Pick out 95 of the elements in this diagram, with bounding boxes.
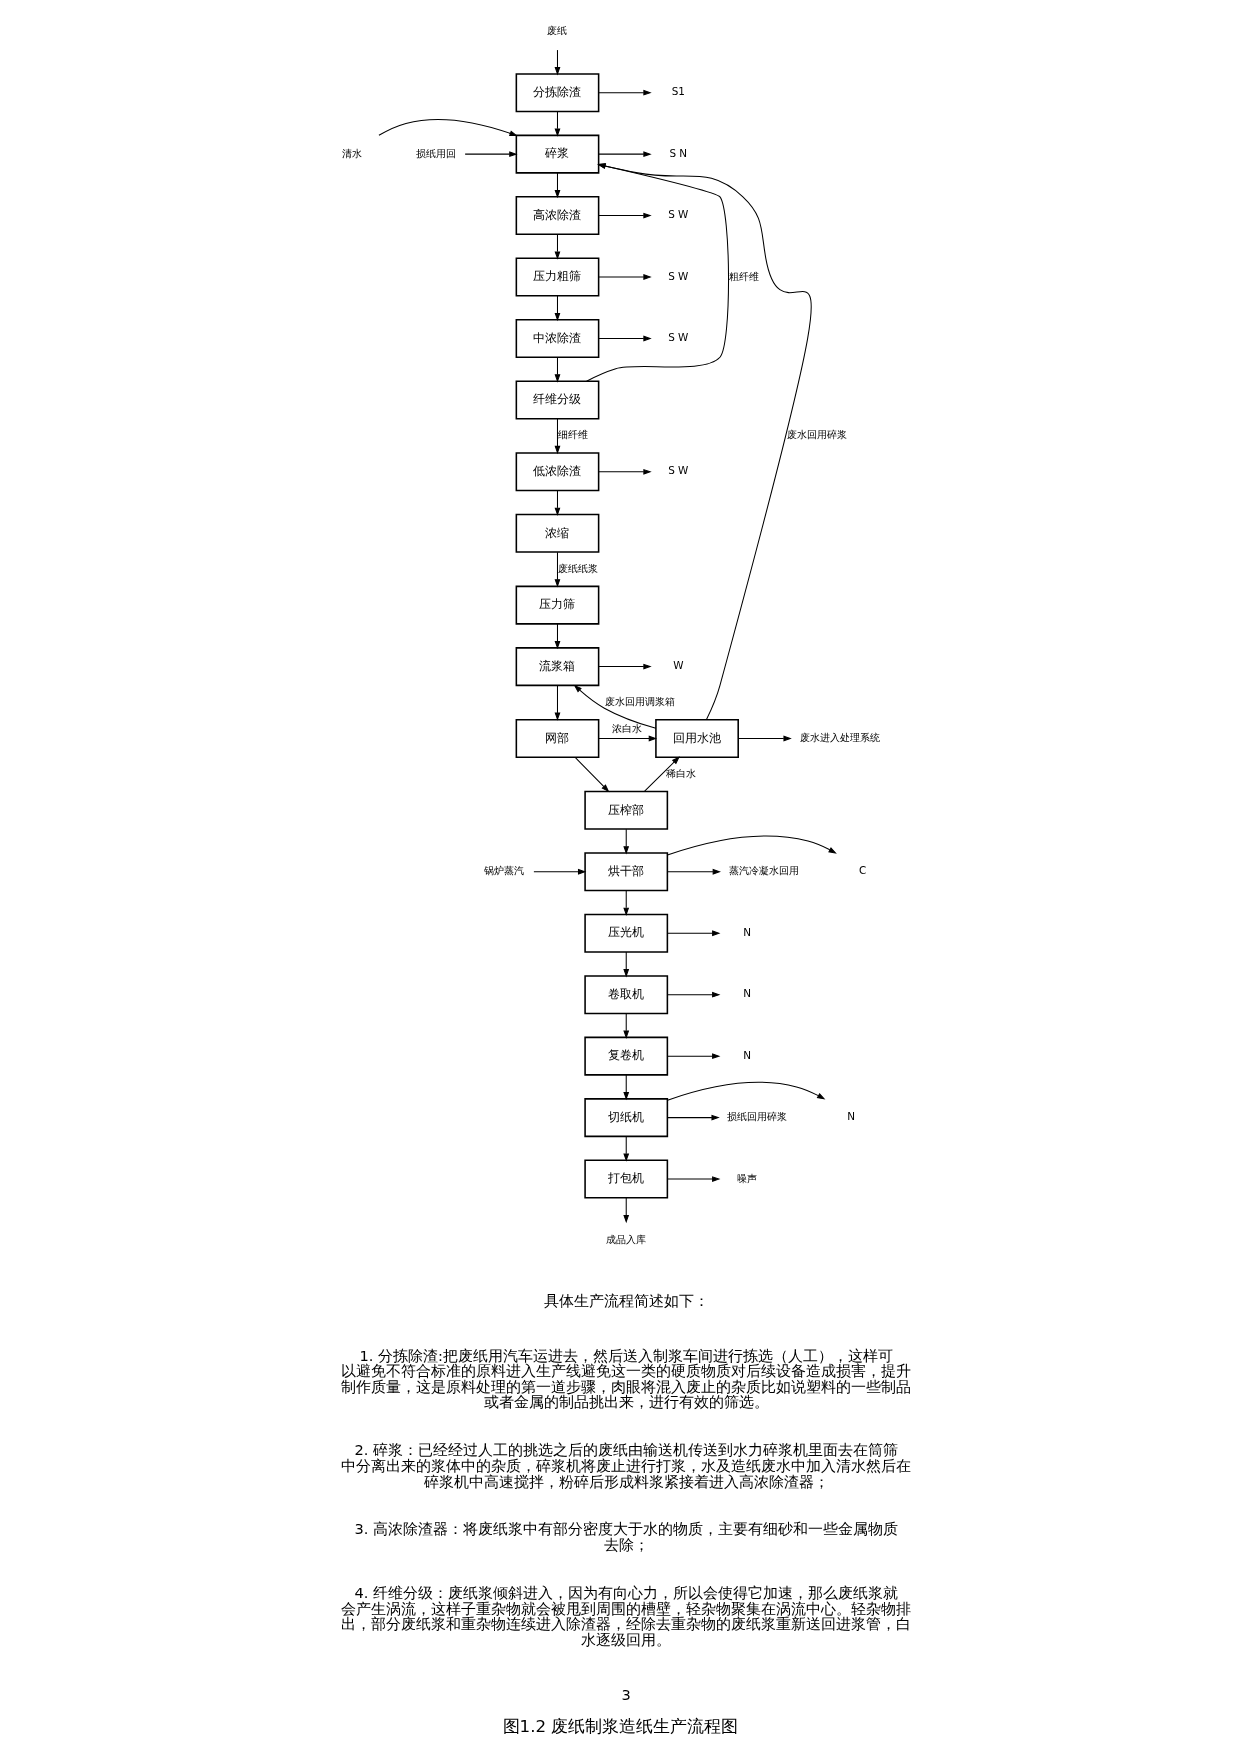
arrow bbox=[666, 1114, 720, 1121]
node-text: 损纸用回 bbox=[415, 146, 456, 159]
arrow bbox=[554, 490, 560, 516]
node-box: 压力筛 bbox=[515, 585, 599, 625]
arrow bbox=[585, 163, 729, 382]
arrow bbox=[666, 930, 720, 937]
edge-label: 废纸纸浆 bbox=[557, 561, 598, 574]
node-text: N bbox=[742, 925, 751, 938]
arrow bbox=[622, 951, 629, 978]
arrow bbox=[598, 335, 652, 342]
node-box: 中浓除渣 bbox=[515, 318, 599, 358]
node-box: 网部 bbox=[515, 718, 599, 758]
arrow bbox=[598, 663, 652, 670]
arrow bbox=[737, 735, 792, 742]
node-box: 碎浆 bbox=[515, 134, 599, 174]
arrow bbox=[666, 868, 721, 875]
node-box: 切纸机 bbox=[583, 1098, 668, 1138]
node-text: W bbox=[672, 659, 683, 672]
label: 3 bbox=[621, 1685, 631, 1703]
arrow bbox=[666, 1176, 720, 1182]
edge-label: 废水回用调浆箱 bbox=[604, 695, 675, 708]
arrow bbox=[377, 119, 518, 137]
node-text: S N bbox=[668, 146, 687, 159]
node-box: 打包机 bbox=[583, 1159, 668, 1199]
caption: 图1.2 废纸制浆造纸生产流程图 bbox=[502, 1716, 738, 1736]
arrow bbox=[554, 172, 560, 199]
label: 3. 高浓除渣器：将废纸浆中有部分密度大于水的物质，主要有细砂和一些金属物质去除； bbox=[353, 1520, 898, 1554]
node-box: 烘干部 bbox=[583, 852, 668, 892]
arrow bbox=[554, 685, 560, 721]
node-text: S W bbox=[667, 464, 688, 477]
node-text: 噪声 bbox=[736, 1171, 757, 1184]
arrow bbox=[643, 756, 680, 792]
node-text: S W bbox=[667, 208, 688, 221]
label: 具体生产流程简述如下： bbox=[543, 1291, 709, 1309]
node-text: S W bbox=[667, 331, 688, 344]
arrow bbox=[666, 1081, 825, 1101]
edge-label: 稀白水 bbox=[665, 767, 696, 780]
arrow bbox=[554, 356, 560, 383]
arrow bbox=[598, 151, 652, 158]
arrow bbox=[554, 418, 560, 455]
arrow bbox=[573, 684, 656, 729]
node-box: 压光机 bbox=[583, 913, 668, 953]
node-text: N bbox=[742, 1048, 751, 1061]
node-text: S W bbox=[667, 269, 688, 282]
arrow bbox=[598, 89, 652, 96]
arrow bbox=[622, 828, 629, 855]
node-text: C bbox=[858, 864, 866, 877]
node-text: 清水 bbox=[341, 146, 362, 159]
arrow bbox=[666, 835, 837, 856]
node-text: S1 bbox=[671, 85, 685, 98]
arrow bbox=[622, 1197, 629, 1224]
node-box: 卷取机 bbox=[583, 975, 668, 1015]
node-text: 损纸回用碎浆 bbox=[726, 1110, 787, 1123]
node-box: 分拣除渣 bbox=[515, 73, 599, 113]
arrow bbox=[597, 735, 657, 742]
node-box: 流浆箱 bbox=[515, 647, 599, 687]
arrow bbox=[622, 890, 629, 916]
node-text: 成品入库 bbox=[605, 1233, 646, 1246]
edge-label: 细纤维 bbox=[557, 428, 588, 441]
arrow bbox=[622, 1074, 629, 1101]
label: 2. 碎浆：已经经过人工的挑选之后的废纸由输送机传送到水力碎浆机里面去在筒筛中分离出来的浆体中的杂质，碎浆机将废止进行打浆，水及造纸废水中加入清水然后在碎浆机中高速搅拌，粉碎后形成料浆紧接着进入高浓除渣器； bbox=[340, 1441, 911, 1490]
arrow bbox=[598, 468, 652, 475]
arrow bbox=[532, 868, 586, 875]
node-box: 纤维分级 bbox=[515, 380, 599, 420]
edge-label: 废水回用碎浆 bbox=[786, 428, 847, 441]
node-box: 复卷机 bbox=[583, 1036, 668, 1076]
arrow bbox=[554, 551, 560, 588]
node-box: 低浓除渣 bbox=[515, 452, 599, 492]
arrow bbox=[598, 212, 652, 219]
edge-label: 浓白水 bbox=[611, 722, 642, 735]
node-box: 回用水池 bbox=[654, 718, 739, 758]
arrow bbox=[554, 623, 560, 650]
node-text: 锅炉蒸汽 bbox=[483, 864, 524, 877]
edge-label: 粗纤维 bbox=[728, 269, 759, 282]
node-box: 压榨部 bbox=[583, 790, 668, 830]
arrow bbox=[666, 1053, 720, 1060]
arrow bbox=[554, 233, 560, 260]
node-text: N bbox=[846, 1110, 855, 1123]
node-box: 压力粗筛 bbox=[515, 257, 599, 297]
node-text: 废纸 bbox=[546, 23, 567, 36]
arrow bbox=[622, 1135, 629, 1162]
arrow bbox=[554, 295, 560, 322]
node-text: 蒸汽冷凝水回用 bbox=[728, 864, 799, 877]
arrow bbox=[464, 151, 518, 158]
node-box: 浓缩 bbox=[515, 513, 599, 553]
node-box: 高浓除渣 bbox=[515, 196, 599, 236]
arrow bbox=[666, 991, 720, 998]
arrow bbox=[598, 274, 652, 280]
node-text: N bbox=[742, 987, 751, 1000]
label: 4. 纤维分级：废纸浆倾斜进入，因为有向心力，所以会使得它加速，那么废纸浆就会产生涡流，这样子重杂物就会被甩到周围的槽壁，轻杂物聚集在涡流中心。轻杂物排出，部分废纸浆和重杂物连续进入除渣器，经除去重杂物的废纸浆重新送回进浆管，白水逐级回用。 bbox=[340, 1583, 911, 1648]
node-text: 废水进入处理系统 bbox=[799, 731, 880, 744]
label: 1. 分拣除渣:把废纸用汽车运进去，然后送入制浆车间进行拣选（人工），这样可以避免不符合标准的原料进入生产线避免这一类的硬质物质对后续设备造成损害，提升制作质量，这是原料处理的第一道步骤，肉眼将混入废止的杂质比如说塑料的一些制品或者金属的制品挑出来，进行有效的筛选。 bbox=[340, 1346, 911, 1411]
arrow bbox=[574, 756, 609, 793]
arrow bbox=[554, 49, 560, 76]
arrow bbox=[596, 163, 812, 721]
